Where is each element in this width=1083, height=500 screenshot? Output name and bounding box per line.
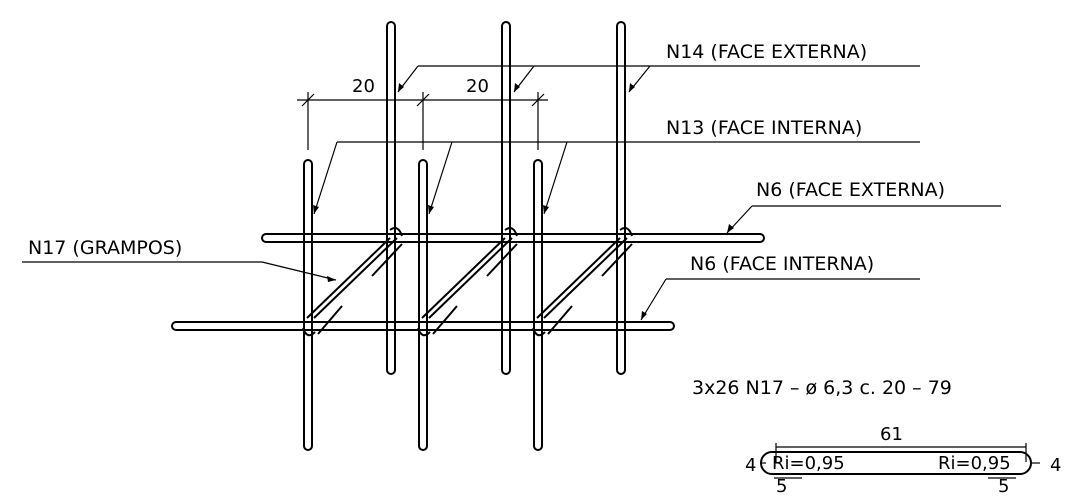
spacing-dimension: 20 20 [297,76,548,150]
n17-ties [302,227,633,337]
leader-n6-external: N6 (FACE EXTERNA) [726,179,1001,234]
n6-external-bar [261,233,765,243]
tie-length: 61 [880,424,903,445]
n14-bar-1 [386,21,396,375]
label-n17: N17 (GRAMPOS) [28,237,182,259]
tie-bending-schedule: 3x26 N17 – ø 6,3 c. 20 – 79 61 4 4 Ri=0,… [692,377,1061,497]
spacing-right: 20 [466,76,489,97]
hook-right: 4 [1050,455,1061,476]
bend-left: 5 [776,476,787,495]
radius-right: Ri=0,95 [938,453,1011,474]
n17-tie-2 [417,227,518,337]
leader-n14: N14 (FACE EXTERNA) [397,41,920,93]
n13-bar-1 [303,159,313,451]
radius-left: Ri=0,95 [772,453,845,474]
n17-tie-1 [302,227,403,337]
label-n6-external: N6 (FACE EXTERNA) [756,179,945,201]
n17-tie-3 [532,227,633,337]
n6-bars [171,233,765,331]
n13-bars [303,159,543,451]
n6-internal-bar [171,321,675,331]
n14-bar-2 [501,21,511,375]
bend-right: 5 [998,476,1009,495]
leader-n6-internal: N6 (FACE INTERNA) [640,253,920,321]
hook-left: 4 [745,455,756,476]
tie-shape [760,443,1040,479]
tie-callout: 3x26 N17 – ø 6,3 c. 20 – 79 [692,377,952,399]
spacing-left: 20 [352,76,375,97]
n13-bar-2 [418,159,428,451]
leader-n17: N17 (GRAMPOS) [22,237,337,282]
label-n14: N14 (FACE EXTERNA) [666,41,867,63]
n14-bar-3 [616,21,626,375]
leader-n13: N13 (FACE INTERNA) [313,117,920,215]
n14-bars [386,21,626,375]
label-n13: N13 (FACE INTERNA) [666,117,862,139]
n13-bar-3 [533,159,543,451]
label-n6-internal: N6 (FACE INTERNA) [690,253,874,275]
